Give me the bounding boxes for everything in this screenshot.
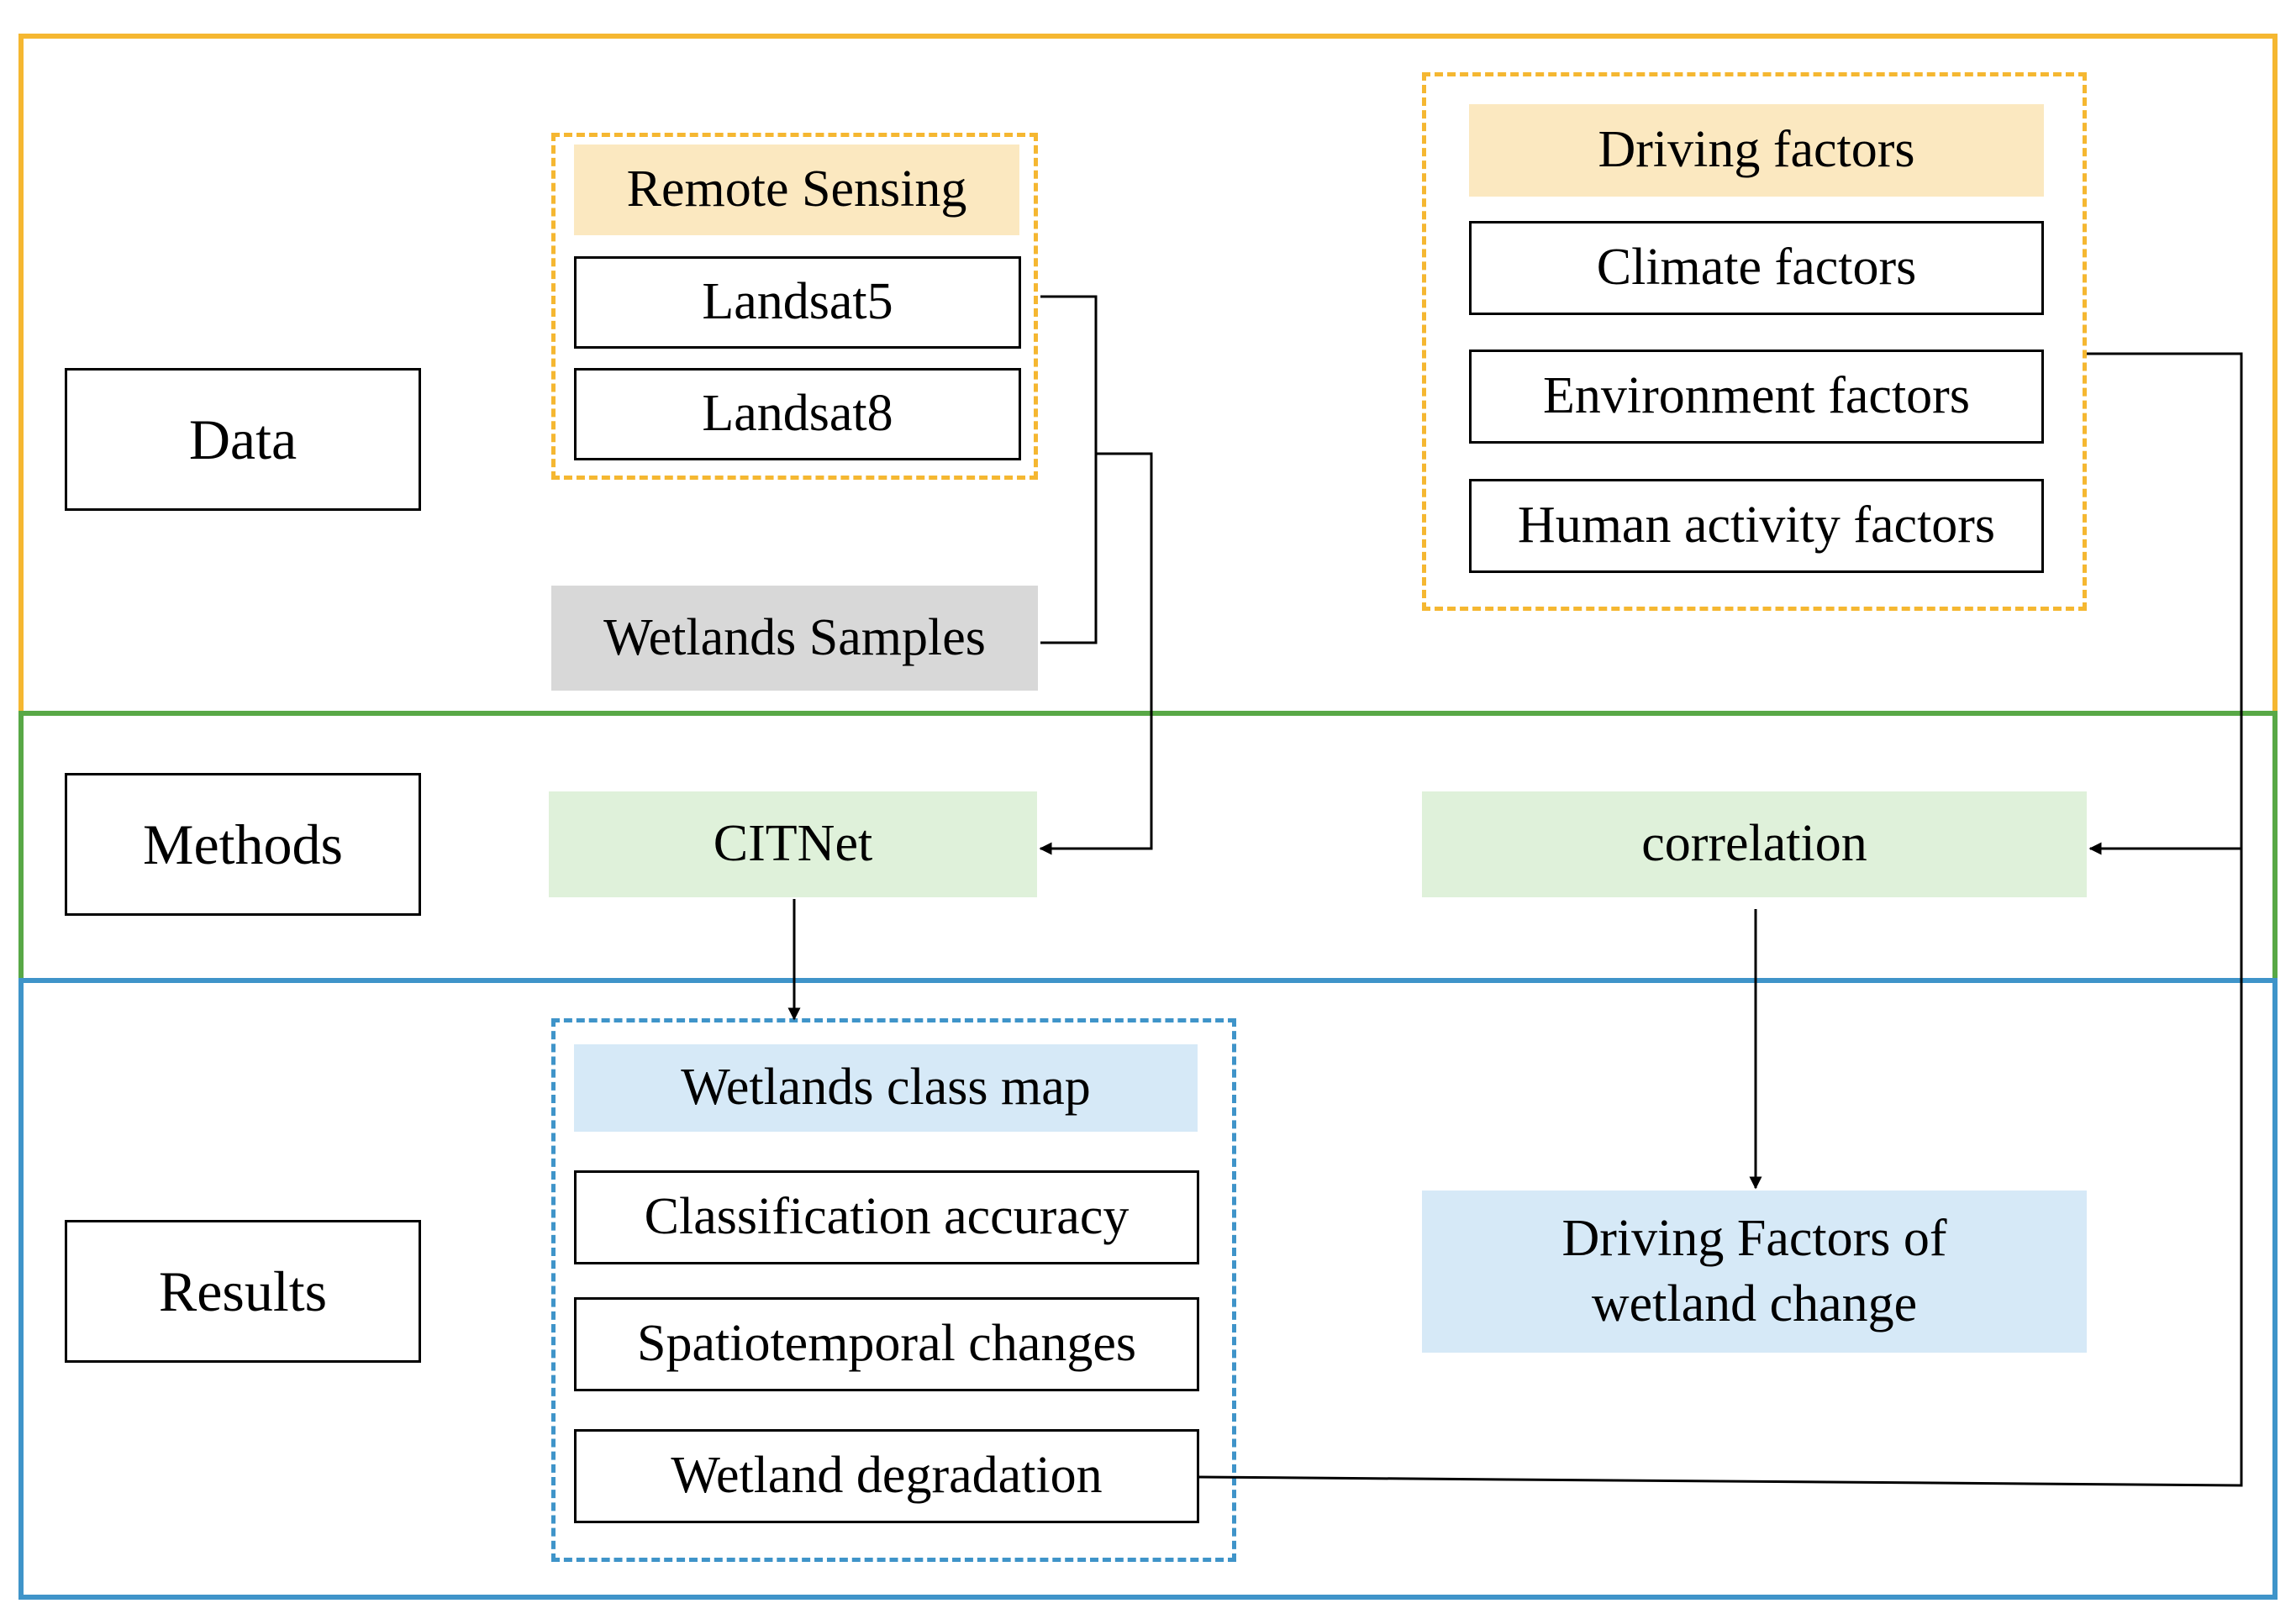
driving-change-line2: wetland change [1591, 1275, 1918, 1333]
landsat-bracket-line [1040, 295, 1098, 644]
data-label: Data [65, 368, 421, 511]
human-activity-factors-box: Human activity factors [1469, 479, 2044, 573]
environment-factors-box: Environment factors [1469, 350, 2044, 444]
degradation-feedback-line [1198, 849, 2243, 1487]
driving-change-line1: Driving Factors of [1561, 1210, 1947, 1267]
results-group [551, 1018, 1236, 1562]
wetland-degradation-box: Wetland degradation [574, 1429, 1199, 1523]
remote-sensing-group [551, 133, 1038, 480]
landsat8-box: Landsat8 [574, 368, 1021, 460]
factors-to-correlation-arrow [2087, 352, 2243, 855]
remote-sensing-header: Remote Sensing [574, 145, 1019, 235]
wetlands-samples-box: Wetlands Samples [551, 586, 1038, 691]
driving-factors-group [1422, 72, 2087, 611]
citnet-box: CITNet [549, 791, 1037, 897]
driving-factors-header: Driving factors [1469, 104, 2044, 197]
classification-accuracy-box: Classification accuracy [574, 1170, 1199, 1264]
climate-factors-box: Climate factors [1469, 221, 2044, 315]
spatiotemporal-changes-box: Spatiotemporal changes [574, 1297, 1199, 1391]
results-label: Results [65, 1220, 421, 1363]
methods-label: Methods [65, 773, 421, 916]
results-section-frame [18, 978, 2278, 1600]
wetlands-class-map-header: Wetlands class map [574, 1044, 1198, 1132]
driving-factors-of-wetland-change-box: Driving Factors of wetland change [1422, 1191, 2087, 1353]
landsat5-box: Landsat5 [574, 256, 1021, 349]
rs-to-citnet-arrow [1039, 452, 1153, 855]
correlation-box: correlation [1422, 791, 2087, 897]
